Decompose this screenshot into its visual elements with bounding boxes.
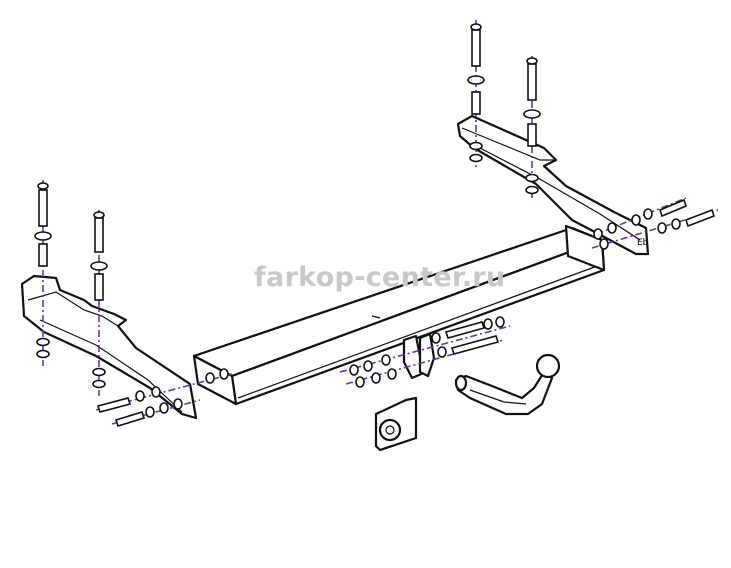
part-marking: Eb: [637, 238, 649, 248]
right-mounting-bracket: [456, 114, 650, 256]
left-mounting-bracket: [20, 274, 198, 420]
socket-plate: [374, 396, 418, 452]
center-bolts: [349, 316, 505, 388]
left-vertical-bolts: [34, 182, 108, 389]
right-horizontal-bolts: [593, 198, 716, 250]
left-horizontal-bolts: [96, 368, 229, 427]
right-vertical-bolts: [467, 23, 541, 195]
tow-ball-neck: [454, 353, 561, 416]
center-lug: [402, 332, 436, 380]
cross-beam: [192, 224, 606, 406]
